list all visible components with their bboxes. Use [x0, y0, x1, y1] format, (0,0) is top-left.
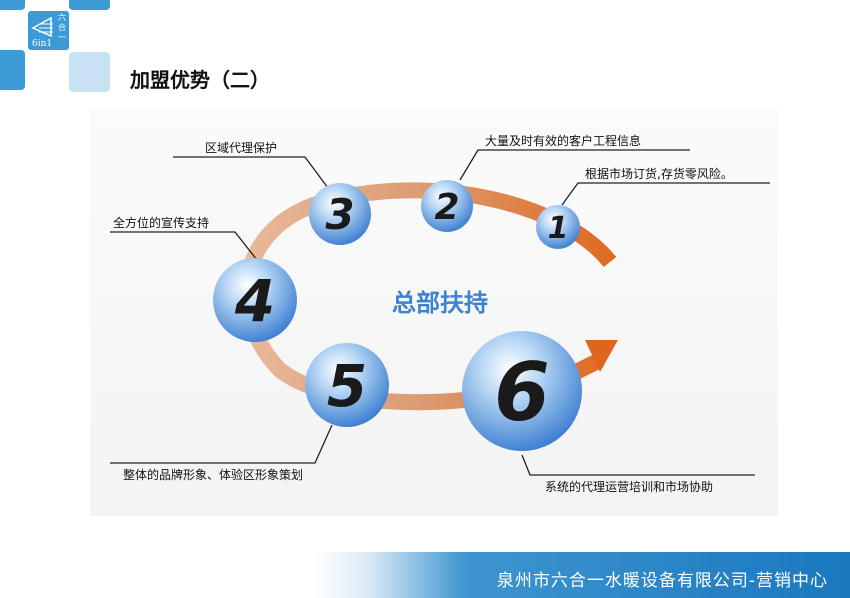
center-label: 总部扶持: [392, 289, 488, 317]
step-3-ball: [309, 183, 371, 245]
step-4-label: 全方位的宣传支持: [113, 215, 209, 230]
step-3-number: 3: [325, 190, 354, 239]
deco-square: [0, 0, 25, 10]
deco-square: [0, 50, 25, 90]
leader-lines: [110, 149, 770, 476]
footer-banner: 泉州市六合一水暖设备有限公司-营销中心: [315, 552, 850, 598]
step-5-label: 整体的品牌形象、体验区形象策划: [123, 467, 303, 482]
step-2-label: 大量及时有效的客户工程信息: [485, 133, 641, 148]
step-5-number: 5: [327, 352, 367, 420]
deco-square: [69, 0, 110, 10]
diagram-background: [90, 108, 778, 516]
step-4-ball: [213, 258, 297, 342]
step-1-number: 1: [548, 211, 569, 246]
arrow-head-icon: [585, 340, 618, 372]
step-1-ball: [536, 205, 580, 249]
step-5-ball: [305, 343, 389, 427]
step-3-label: 区域代理保护: [205, 141, 277, 155]
step-4-number: 4: [234, 267, 275, 335]
step-6-number: 6: [494, 346, 550, 439]
step-6-label: 系统的代理运营培训和市场协助: [545, 479, 713, 494]
step-2-number: 2: [434, 187, 459, 228]
step-2-ball: [421, 180, 473, 232]
footer-company: 泉州市六合一水暖设备有限公司-营销中心: [496, 571, 828, 591]
logo-sail-icon: [31, 16, 53, 38]
logo-cn: 六合一: [58, 13, 66, 42]
deco-square: [69, 52, 110, 92]
step-6-ball: [462, 331, 582, 451]
logo-en: 6in1: [32, 39, 53, 49]
page-title: 加盟优势（二）: [130, 68, 270, 92]
step-1-label: 根据市场订货,存货零风险。: [585, 166, 733, 181]
company-logo: 六合一 6in1: [28, 11, 69, 50]
